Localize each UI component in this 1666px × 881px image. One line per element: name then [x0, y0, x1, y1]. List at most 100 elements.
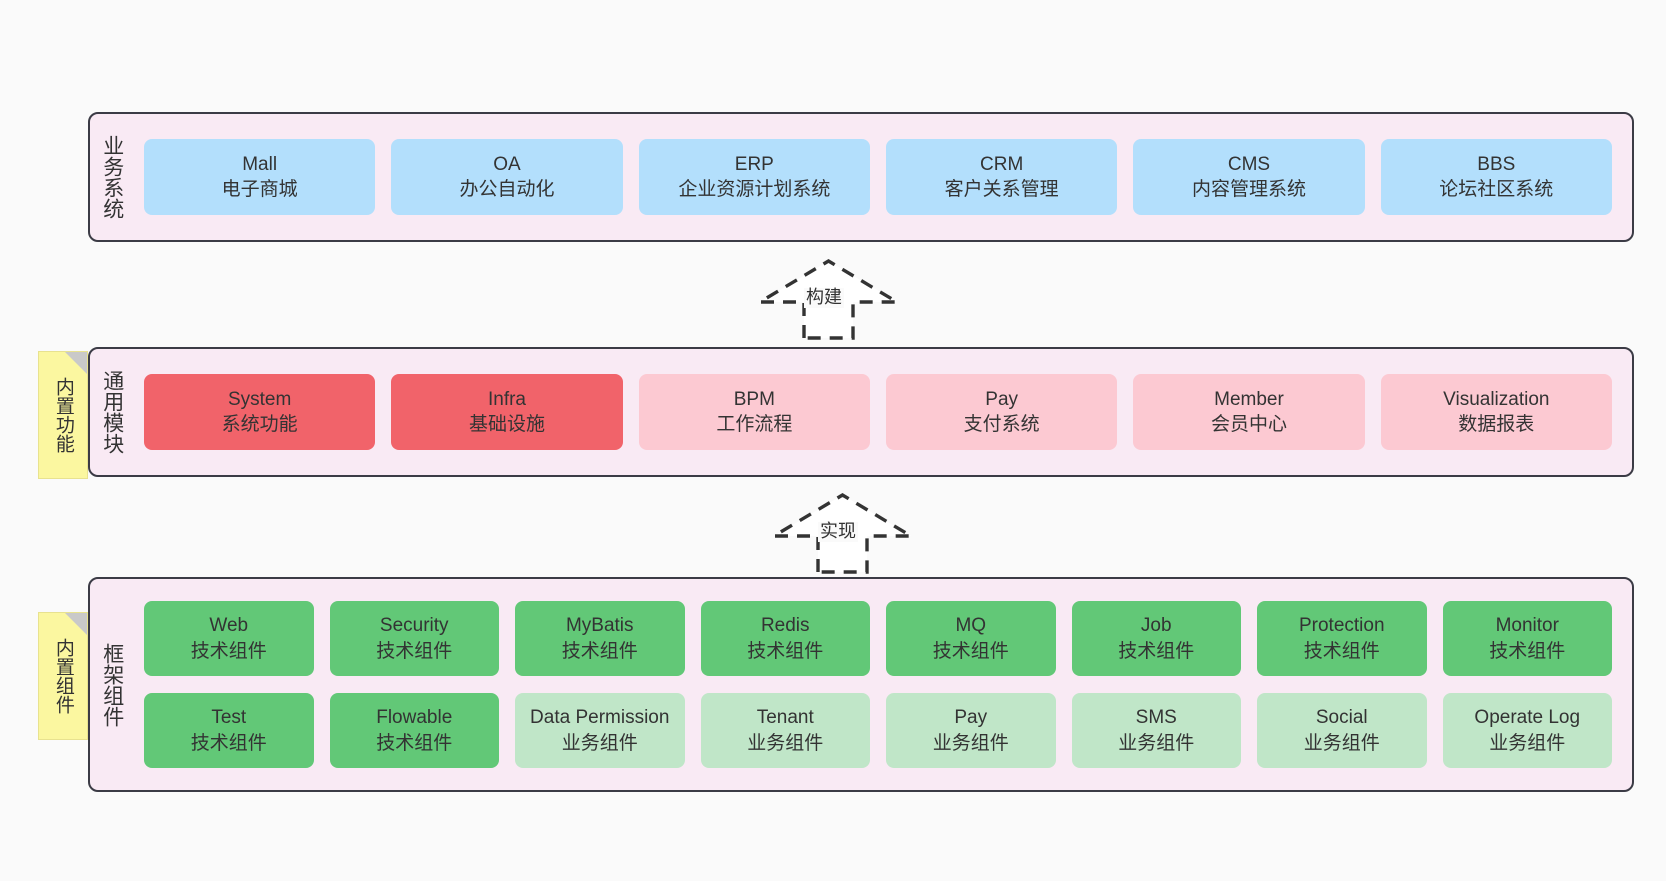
card-pay-business[interactable]: Pay 业务组件: [886, 693, 1056, 768]
card-subtitle: 技术组件: [747, 640, 824, 662]
card-monitor[interactable]: Monitor 技术组件: [1442, 601, 1612, 676]
card-row: Mall 电子商城 OA 办公自动化 ERP 企业资源计划系统 CRM 客户关系…: [144, 139, 1612, 215]
card-subtitle: 技术组件: [376, 732, 453, 754]
card-subtitle: 技术组件: [1118, 640, 1195, 662]
sticky-note-builtin-functions: 内置功能: [38, 351, 88, 479]
card-subtitle: 支付系统: [963, 414, 1040, 435]
card-subtitle: 技术组件: [376, 640, 453, 662]
layer-panel-common-modules: 通用模块 System 系统功能 Infra 基础设施 BPM 工作流程 Pay…: [88, 347, 1634, 477]
card-subtitle: 业务组件: [1118, 732, 1195, 754]
card-subtitle: 基础设施: [468, 414, 545, 435]
card-subtitle: 企业资源计划系统: [678, 179, 831, 200]
card-subtitle: 技术组件: [190, 640, 267, 662]
card-web[interactable]: Web 技术组件: [144, 601, 314, 676]
card-row: Test 技术组件 Flowable 技术组件 Data Permission …: [144, 693, 1612, 768]
card-title: SMS: [1135, 707, 1177, 729]
card-mq[interactable]: MQ 技术组件: [886, 601, 1056, 676]
card-visualization[interactable]: Visualization 数据报表: [1380, 374, 1612, 450]
card-infra[interactable]: Infra 基础设施: [391, 374, 623, 450]
card-title: Mall: [242, 153, 278, 175]
card-subtitle: 业务组件: [1303, 732, 1380, 754]
card-subtitle: 技术组件: [561, 640, 638, 662]
card-subtitle: 业务组件: [932, 732, 1009, 754]
card-title: Pay: [985, 388, 1019, 410]
card-title: Web: [209, 615, 249, 637]
card-title: Monitor: [1495, 615, 1559, 637]
arrow-build-label: 构建: [804, 287, 844, 308]
sticky-fold-corner-icon: [65, 613, 87, 635]
card-title: Tenant: [756, 707, 814, 729]
card-pay[interactable]: Pay 支付系统: [885, 374, 1118, 450]
card-title: BPM: [733, 388, 775, 410]
card-title: OA: [493, 153, 521, 175]
card-member[interactable]: Member 会员中心: [1133, 374, 1365, 450]
card-subtitle: 系统功能: [221, 414, 298, 435]
card-title: System: [227, 388, 292, 410]
card-subtitle: 业务组件: [1489, 732, 1566, 754]
card-bbs[interactable]: BBS 论坛社区系统: [1380, 139, 1612, 215]
sticky-fold-corner-icon: [65, 352, 87, 374]
card-row: Web 技术组件 Security 技术组件 MyBatis 技术组件 Redi…: [144, 601, 1612, 676]
card-subtitle: 技术组件: [1303, 640, 1380, 662]
card-redis[interactable]: Redis 技术组件: [700, 601, 870, 676]
card-title: Pay: [954, 707, 988, 729]
card-title: Data Permission: [530, 707, 670, 729]
card-title: MQ: [955, 615, 987, 637]
layer-panel-business-systems: 业务系统 Mall 电子商城 OA 办公自动化 ERP 企业资源计划系统 CRM…: [88, 112, 1634, 242]
card-sms[interactable]: SMS 业务组件: [1071, 693, 1241, 768]
card-subtitle: 技术组件: [1489, 640, 1566, 662]
layer-title-business-systems: 业务系统: [100, 135, 124, 219]
card-subtitle: 办公自动化: [459, 179, 555, 200]
arrow-implement-label: 实现: [818, 521, 858, 542]
card-job[interactable]: Job 技术组件: [1071, 601, 1241, 676]
card-title: Operate Log: [1474, 707, 1581, 729]
card-flowable[interactable]: Flowable 技术组件: [329, 693, 499, 768]
sticky-note-builtin-components: 内置组件: [38, 612, 88, 740]
card-mybatis[interactable]: MyBatis 技术组件: [515, 601, 685, 676]
layer-title-framework-components: 框架组件: [100, 642, 124, 727]
layer-body-business-systems: Mall 电子商城 OA 办公自动化 ERP 企业资源计划系统 CRM 客户关系…: [134, 114, 1632, 240]
sticky-note-label: 内置组件: [52, 638, 74, 714]
card-title: Security: [379, 615, 449, 637]
sticky-note-label: 内置功能: [52, 377, 74, 453]
card-title: Social: [1315, 707, 1368, 729]
card-cms[interactable]: CMS 内容管理系统: [1133, 139, 1365, 215]
card-test[interactable]: Test 技术组件: [144, 693, 314, 768]
card-mall[interactable]: Mall 电子商城: [144, 139, 376, 215]
card-subtitle: 电子商城: [221, 179, 298, 200]
card-title: Visualization: [1443, 388, 1550, 410]
layer-body-framework-components: Web 技术组件 Security 技术组件 MyBatis 技术组件 Redi…: [134, 579, 1632, 790]
card-subtitle: 客户关系管理: [944, 179, 1059, 200]
card-title: CMS: [1227, 153, 1271, 175]
card-subtitle: 会员中心: [1210, 414, 1287, 435]
card-title: ERP: [734, 153, 774, 175]
card-operate-log[interactable]: Operate Log 业务组件: [1442, 693, 1612, 768]
card-oa[interactable]: OA 办公自动化: [391, 139, 623, 215]
card-bpm[interactable]: BPM 工作流程: [638, 374, 870, 450]
arrow-implement: 实现: [767, 492, 918, 577]
card-social[interactable]: Social 业务组件: [1257, 693, 1427, 768]
card-subtitle: 技术组件: [190, 732, 267, 754]
card-system[interactable]: System 系统功能: [144, 374, 376, 450]
card-title: CRM: [980, 153, 1024, 175]
card-subtitle: 论坛社区系统: [1439, 179, 1554, 200]
layer-title-common-modules: 通用模块: [100, 370, 124, 454]
arrow-build: 构建: [753, 258, 904, 343]
card-title: Flowable: [376, 707, 453, 729]
card-title: Test: [211, 707, 247, 729]
card-subtitle: 内容管理系统: [1191, 179, 1306, 200]
layer-body-common-modules: System 系统功能 Infra 基础设施 BPM 工作流程 Pay 支付系统…: [134, 349, 1632, 475]
card-title: Redis: [760, 615, 810, 637]
card-title: MyBatis: [565, 615, 634, 637]
card-crm[interactable]: CRM 客户关系管理: [885, 139, 1118, 215]
card-title: Member: [1214, 388, 1284, 410]
card-data-permission[interactable]: Data Permission 业务组件: [515, 693, 685, 768]
card-security[interactable]: Security 技术组件: [329, 601, 499, 676]
card-subtitle: 业务组件: [561, 732, 638, 754]
card-protection[interactable]: Protection 技术组件: [1257, 601, 1427, 676]
card-erp[interactable]: ERP 企业资源计划系统: [638, 139, 870, 215]
card-subtitle: 业务组件: [747, 732, 824, 754]
card-tenant[interactable]: Tenant 业务组件: [700, 693, 870, 768]
card-subtitle: 数据报表: [1458, 414, 1535, 435]
